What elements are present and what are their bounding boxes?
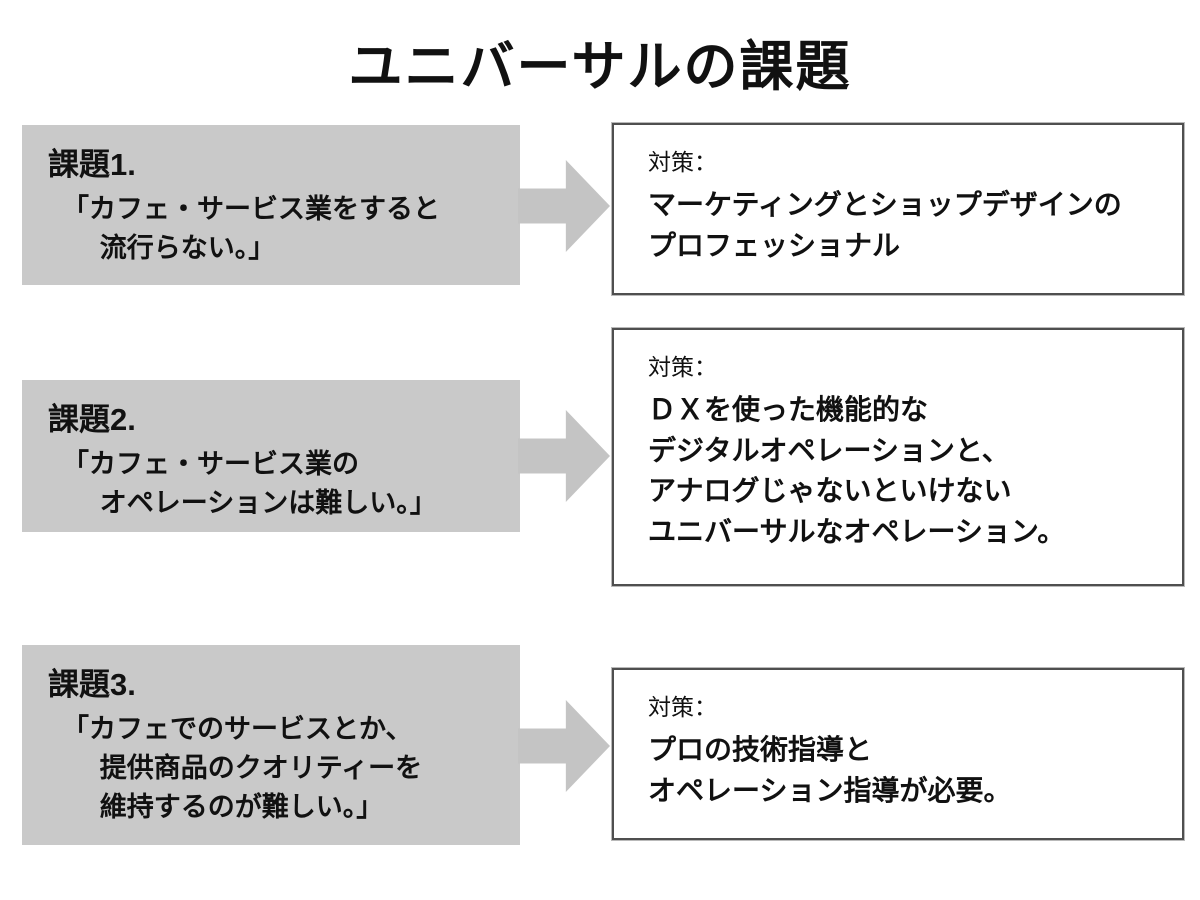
problem-3-line-3: 維持するのが難しい。」 — [99, 792, 384, 823]
solution-2-line-4: ユニバーサルなオペレーション。 — [648, 515, 1066, 547]
right-arrow-icon — [518, 410, 610, 502]
problem-1-title: 課題1. — [48, 147, 136, 182]
solution-2-label: 対策： — [648, 354, 717, 380]
solution-2-line-1: ＤＸを使った機能的な — [648, 394, 929, 425]
solution-box-3: 対策： プロの技術指導と オペレーション指導が必要。 — [612, 668, 1184, 840]
problem-1-line-1: 「カフェ・サービス業をすると — [62, 194, 440, 224]
problem-2-text: 「カフェ・サービス業の オペレーションは難しい。」 — [48, 445, 500, 523]
solution-1-line-2: プロフェッショナル — [648, 229, 901, 261]
solution-2-line-2: デジタルオペレーションと、 — [648, 434, 1010, 466]
problem-1-line-2: 流行らない。」 — [99, 233, 276, 264]
problem-3-line-1: 「カフェでのサービスとか、 — [62, 714, 413, 744]
solution-1-line-1: マーケティングとショップデザインの — [648, 189, 1122, 220]
solution-3-line-2: オペレーション指導が必要。 — [648, 774, 1012, 806]
problem-3-text: 「カフェでのサービスとか、 提供商品のクオリティーを 維持するのが難しい。」 — [48, 710, 500, 827]
problem-3-line-2: 提供商品のクオリティーを — [99, 753, 423, 784]
solution-3-line-1: プロの技術指導と — [648, 734, 873, 765]
problem-3-title: 課題3. — [48, 667, 136, 702]
solution-1-label: 対策： — [648, 149, 717, 175]
solution-1-text: マーケティングとショップデザインの プロフェッショナル — [648, 185, 1162, 266]
problem-1-text: 「カフェ・サービス業をすると 流行らない。」 — [48, 190, 500, 268]
problem-2-title: 課題2. — [48, 402, 136, 437]
solution-2-line-3: アナログじゃないといけない — [648, 475, 1012, 507]
solution-3-text: プロの技術指導と オペレーション指導が必要。 — [648, 730, 1162, 811]
solution-box-1: 対策： マーケティングとショップデザインの プロフェッショナル — [612, 123, 1184, 295]
problem-box-2: 課題2. 「カフェ・サービス業の オペレーションは難しい。」 — [22, 380, 520, 532]
solution-3-label: 対策： — [648, 694, 717, 720]
page-title: ユニバーサルの課題 — [348, 37, 852, 97]
solution-box-2: 対策： ＤＸを使った機能的な デジタルオペレーションと、 アナログじゃないといけ… — [612, 328, 1184, 586]
problem-2-line-2: オペレーションは難しい。」 — [99, 488, 437, 519]
right-arrow-icon — [518, 700, 610, 792]
problem-2-line-1: 「カフェ・サービス業の — [62, 449, 359, 479]
right-arrow-icon — [518, 160, 610, 252]
problem-box-1: 課題1. 「カフェ・サービス業をすると 流行らない。」 — [22, 125, 520, 285]
problem-box-3: 課題3. 「カフェでのサービスとか、 提供商品のクオリティーを 維持するのが難し… — [22, 645, 520, 845]
solution-2-text: ＤＸを使った機能的な デジタルオペレーションと、 アナログじゃないといけない ユ… — [648, 390, 1162, 552]
